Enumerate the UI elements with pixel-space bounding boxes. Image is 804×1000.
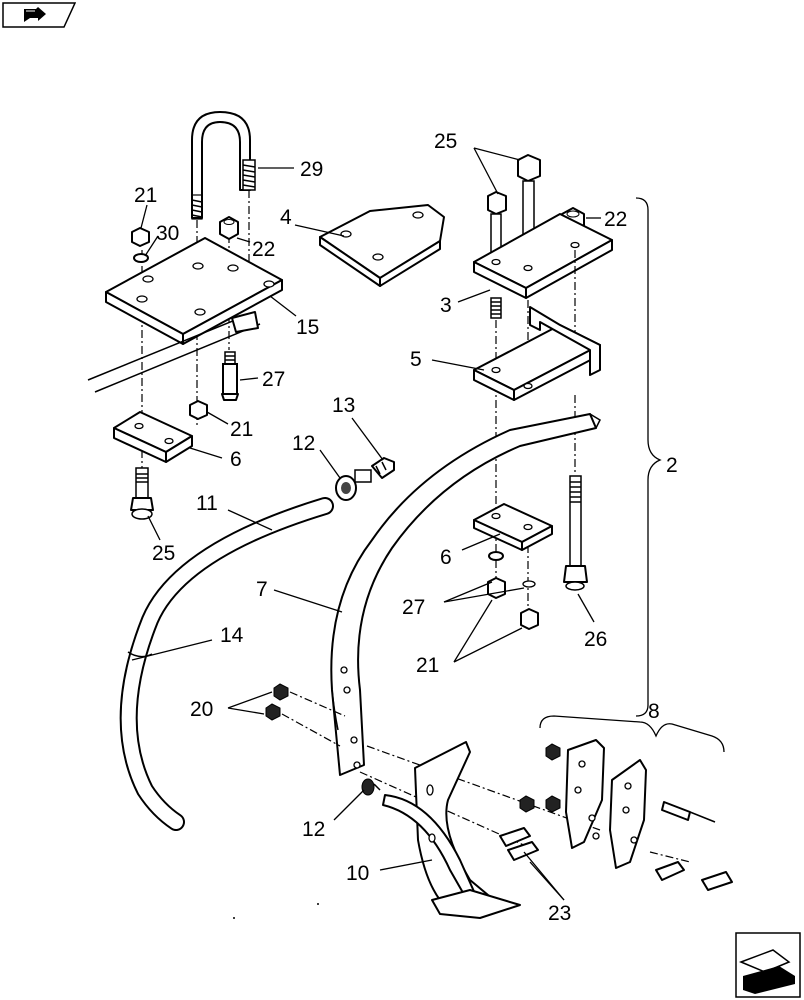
callout-21: 21 — [230, 418, 253, 441]
callout-6: 6 — [440, 546, 452, 569]
washer-part — [487, 551, 539, 630]
spacer-plate-part — [473, 503, 553, 551]
nut-part — [265, 683, 289, 721]
callout-27: 27 — [262, 368, 285, 391]
bolt-part — [130, 467, 154, 520]
callout-20: 20 — [190, 698, 213, 721]
callout-21: 21 — [134, 184, 157, 207]
callout-23: 23 — [548, 902, 571, 925]
callout-11: 11 — [196, 492, 218, 515]
bolt-part — [499, 801, 733, 891]
callout-22: 22 — [604, 208, 627, 231]
nut-part — [219, 216, 239, 240]
callout-12: 12 — [302, 818, 325, 841]
callout-12: 12 — [292, 432, 315, 455]
callout-13: 13 — [332, 394, 355, 417]
frame-bar-part — [87, 311, 261, 393]
angle-bracket-part — [473, 306, 601, 401]
clamp-plate-part — [473, 213, 613, 299]
bolt-part — [563, 475, 588, 591]
plate-part — [105, 237, 283, 345]
book-arrow-icon[interactable] — [2, 2, 76, 28]
callout-2: 2 — [666, 454, 678, 477]
u-bolt-part — [191, 111, 256, 220]
nut-part — [189, 400, 208, 420]
fitting-part — [335, 457, 395, 501]
bolt-part — [487, 191, 507, 319]
point-plate-part — [565, 739, 647, 869]
callout-7: 7 — [256, 578, 268, 601]
callout-15: 15 — [296, 316, 319, 339]
callout-29: 29 — [300, 158, 323, 181]
callout-6: 6 — [230, 448, 242, 471]
callout-25: 25 — [434, 130, 457, 153]
callout-10: 10 — [346, 862, 369, 885]
boot-part — [382, 741, 521, 919]
bracket-part — [319, 204, 445, 287]
callout-8: 8 — [648, 700, 660, 723]
callout-14: 14 — [220, 624, 244, 647]
callout-30: 30 — [156, 222, 179, 245]
callout-26: 26 — [584, 628, 607, 651]
shank-part — [330, 413, 601, 776]
callout-22: 22 — [252, 238, 275, 261]
nut-part — [131, 227, 150, 263]
callout-21: 21 — [416, 654, 439, 677]
callout-5: 5 — [410, 348, 422, 371]
spacer-plate-part — [113, 411, 193, 463]
callout-27: 27 — [402, 596, 425, 619]
callout-4: 4 — [280, 206, 292, 229]
callout-3: 3 — [440, 294, 452, 317]
next-page-arrow-icon[interactable] — [735, 932, 801, 998]
fitting-part — [361, 778, 381, 796]
callout-25: 25 — [152, 542, 175, 565]
bolt-part — [221, 351, 239, 401]
nut-part — [519, 743, 561, 813]
